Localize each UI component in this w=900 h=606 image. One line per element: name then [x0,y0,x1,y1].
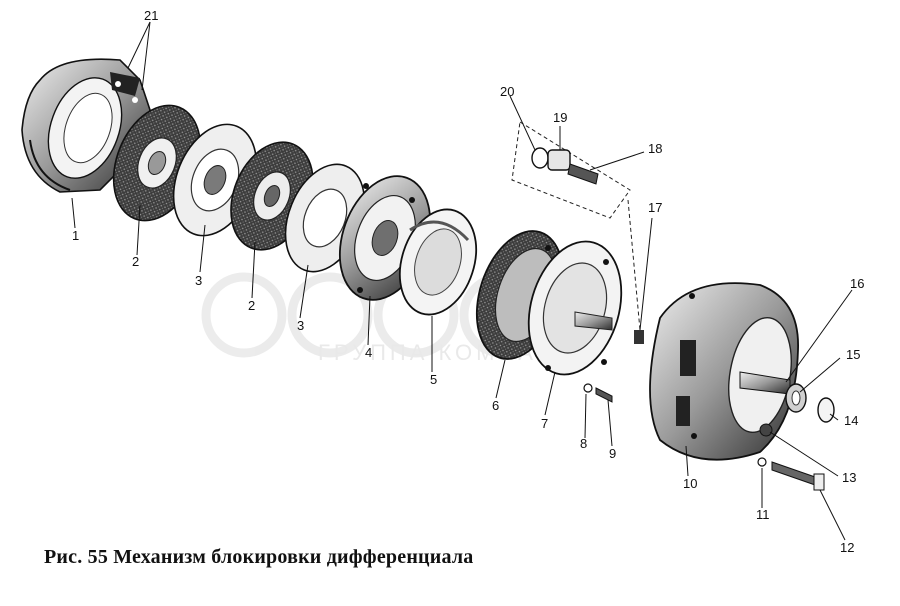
part-15-seal [785,383,807,413]
callout-7: 7 [541,416,548,431]
callout-5: 5 [430,372,437,387]
callout-8: 8 [580,436,587,451]
callout-15: 15 [846,347,860,362]
callout-14: 14 [844,413,858,428]
callout-2b: 2 [248,298,255,313]
callout-2a: 2 [132,254,139,269]
watermark-logo-ring [201,272,287,358]
callout-21: 21 [144,8,158,23]
callout-12: 12 [840,540,854,555]
callout-20: 20 [500,84,514,99]
callout-18: 18 [648,141,662,156]
callout-10: 10 [683,476,697,491]
callout-4: 4 [365,345,372,360]
callout-13: 13 [842,470,856,485]
part-14-washer [817,397,835,423]
figure-number: Рис. 55 [44,546,109,568]
callout-1: 1 [72,228,79,243]
callout-11: 11 [756,507,770,522]
part-5-cover-cap [399,208,477,316]
callout-17: 17 [648,200,662,215]
figure-title: Механизм блокировки дифференциала [113,546,474,568]
part-7-piston [527,240,623,376]
callout-16: 16 [850,276,864,291]
breather-assembly [511,121,631,219]
part-8-9-bolt [583,383,613,403]
watermark-logo-ring [287,272,373,358]
callout-19: 19 [553,110,567,125]
callout-3a: 3 [195,273,202,288]
part-10-rear-housing [649,282,799,461]
figure-caption: Рис. 55 Механизм блокировки дифференциал… [44,546,474,569]
part-11-13-bolt [757,423,825,491]
callout-labels: 21 1 2 3 2 3 4 5 20 19 18 17 6 7 8 9 16 … [72,8,864,555]
callout-9: 9 [609,446,616,461]
part-17-fitting [627,199,644,344]
callout-3b: 3 [297,318,304,333]
leader-lines [71,21,853,541]
callout-6: 6 [492,398,499,413]
